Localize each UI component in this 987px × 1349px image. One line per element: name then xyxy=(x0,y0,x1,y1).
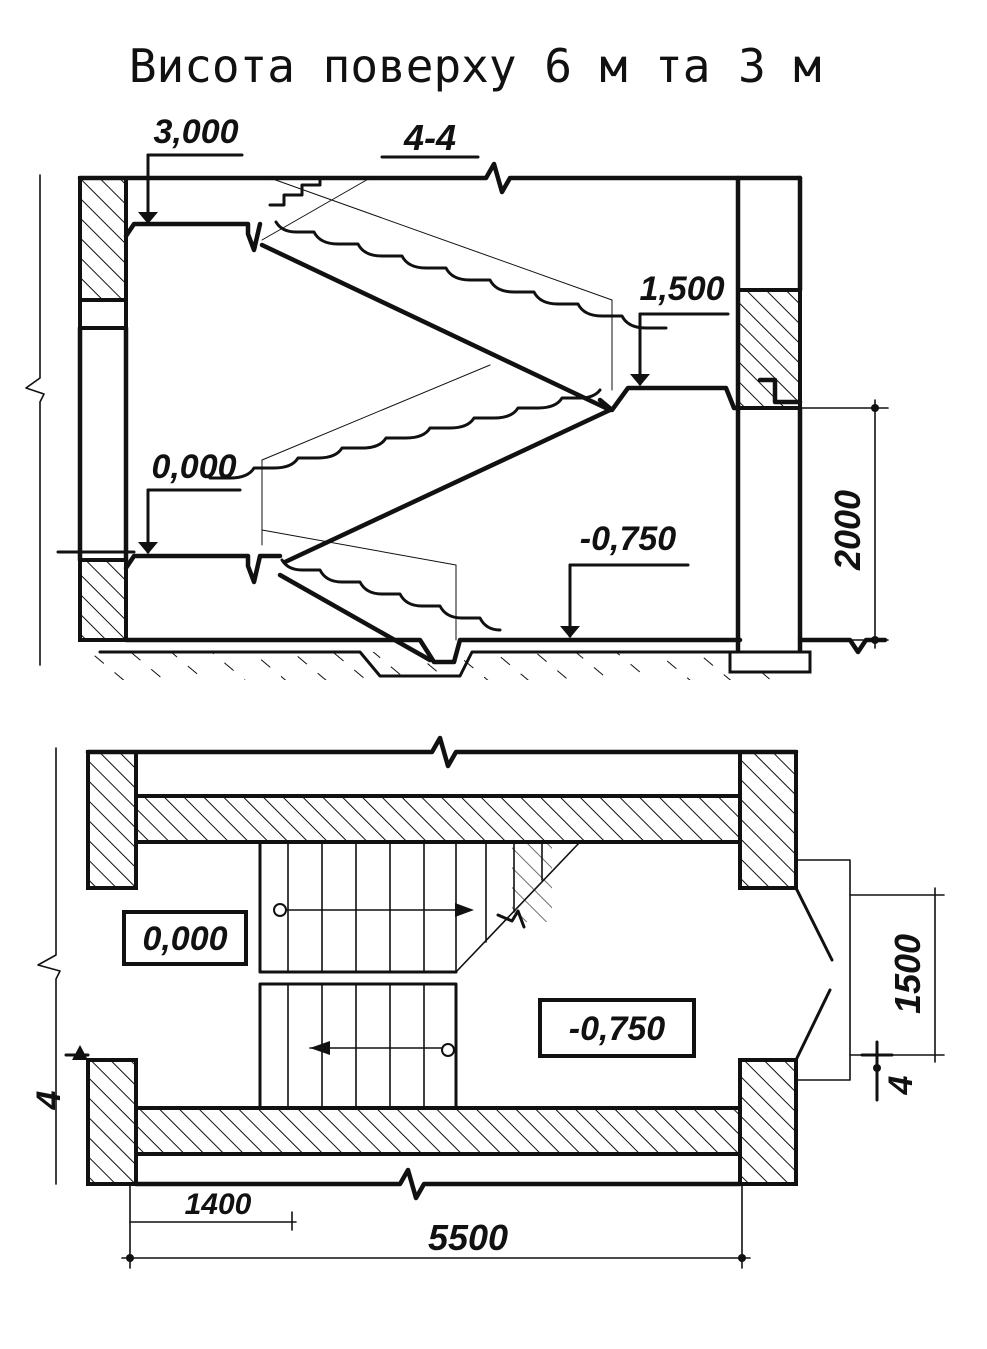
dimension-height: 2000 xyxy=(799,399,889,649)
plan-lower-direction-start xyxy=(441,1043,455,1057)
plan-axis-right-text: 4 xyxy=(882,1075,920,1095)
ground-line xyxy=(98,650,732,678)
basement-flight-projection xyxy=(261,529,457,566)
left-wall-lower xyxy=(78,558,128,642)
level-floor-arrow xyxy=(138,542,158,554)
level-mark-top: 3,000 xyxy=(138,113,244,224)
plan-door-leaf-upper xyxy=(794,886,834,962)
plan-upper-flight-treads xyxy=(287,841,543,973)
level-basement-arrow xyxy=(560,626,580,638)
plan-level-floor-box xyxy=(122,910,248,966)
plan-top-left-pier xyxy=(86,750,138,890)
plan-upper-direction-arrow xyxy=(455,903,474,917)
plan-lower-flight-treads xyxy=(287,983,425,1109)
plan-left-axis-line xyxy=(37,747,61,1185)
lower-flight-underside xyxy=(282,407,613,565)
plan-top-right-pier xyxy=(738,750,798,890)
lower-flight xyxy=(208,177,613,565)
plan-dim-width-tick-left xyxy=(126,1254,134,1262)
level-mark-landing: 1,500 xyxy=(630,270,730,386)
plan-top-wall xyxy=(134,794,742,844)
upper-flight-underside xyxy=(259,242,613,413)
dim-height-tick-bottom xyxy=(871,636,879,644)
right-wall-block xyxy=(736,288,802,410)
plan-top-break-line xyxy=(85,735,799,769)
section-label: 4-4 xyxy=(403,117,456,158)
plan-axis-left: 4 xyxy=(30,1045,90,1110)
upper-flight-steps xyxy=(274,220,668,330)
level-mark-basement: -0,750 xyxy=(560,520,690,638)
upper-flight xyxy=(259,177,668,413)
level-landing-text: 1,500 xyxy=(639,270,724,308)
top-break-line xyxy=(77,161,803,195)
level-floor-text: 0,000 xyxy=(151,448,236,486)
lower-flight-projection-b xyxy=(261,364,491,461)
plan-bottom-wall xyxy=(134,1106,742,1156)
plan-view: 0,000 -0,750 1500 4 4 xyxy=(30,735,945,1269)
right-wall-notch xyxy=(757,377,803,405)
plan-axis-right-dot xyxy=(873,1064,881,1072)
level-basement-text: -0,750 xyxy=(580,520,676,558)
plan-level-floor: 0,000 xyxy=(122,910,248,966)
level-mark-floor: 0,000 xyxy=(138,448,242,554)
upper-flight-top-steps xyxy=(268,177,322,207)
plan-dim-partial-text: 1400 xyxy=(185,1188,252,1221)
plan-door-leaf-lower xyxy=(794,988,832,1062)
plan-dim-width-text: 5500 xyxy=(428,1217,508,1258)
lower-flight-steps xyxy=(208,388,602,480)
plan-dim-depth-text: 1500 xyxy=(887,934,928,1014)
plan-dim-width: 5500 xyxy=(121,1183,751,1269)
upper-landing-slab xyxy=(123,221,263,253)
basement-flight-steps xyxy=(280,558,502,632)
plan-bottom-break-line xyxy=(133,1167,743,1201)
level-top-arrow xyxy=(138,212,158,224)
right-foundation-block xyxy=(728,650,812,674)
plan-axis-right: 4 xyxy=(860,1040,920,1102)
page-title: Висота поверху 6 м та 3 м xyxy=(129,39,821,93)
left-wall-opening xyxy=(78,298,128,330)
plan-axis-left-text: 4 xyxy=(30,1090,68,1110)
plan-door xyxy=(794,859,851,1081)
upper-flight-projection-top xyxy=(269,177,613,301)
plan-upper-flight-break xyxy=(496,909,526,929)
plan-upper-flight-hatch xyxy=(512,842,552,922)
plan-level-floor-text: 0,000 xyxy=(142,920,227,958)
plan-level-basement-text: -0,750 xyxy=(569,1010,665,1048)
level-top-text: 3,000 xyxy=(153,113,238,151)
plan-level-basement: -0,750 xyxy=(538,998,696,1058)
plan-axis-left-arrow xyxy=(72,1045,88,1060)
section-view: 4-4 xyxy=(25,113,889,680)
level-landing-arrow xyxy=(630,374,650,386)
plan-bottom-right-pier xyxy=(738,1058,798,1186)
dim-height-text: 2000 xyxy=(827,490,868,571)
plan-level-basement-box xyxy=(538,998,696,1058)
plan-bottom-left-pier xyxy=(86,1058,138,1186)
plan-lower-direction-arrow xyxy=(310,1041,330,1055)
plan-lower-flight-outline xyxy=(258,982,458,1110)
floor-landing-slab xyxy=(123,553,283,585)
dim-height-tick-top xyxy=(871,404,879,412)
basement-flight xyxy=(261,529,502,663)
plan-upper-flight xyxy=(258,840,581,974)
plan-dim-partial: 1400 xyxy=(129,1183,297,1269)
middle-landing-slab xyxy=(597,385,743,413)
plan-door-swing-box xyxy=(795,859,851,1081)
plan-upper-direction-start xyxy=(273,903,287,917)
left-axis-line xyxy=(25,174,45,666)
plan-lower-flight xyxy=(258,982,458,1110)
basement-flight-underside xyxy=(277,572,433,663)
plan-upper-flight-outline xyxy=(258,840,458,974)
plan-dim-depth: 1500 xyxy=(849,887,945,1063)
plan-dim-width-tick-right xyxy=(738,1254,746,1262)
left-wall-upper xyxy=(78,176,128,302)
lower-flight-projection-a xyxy=(261,177,371,241)
